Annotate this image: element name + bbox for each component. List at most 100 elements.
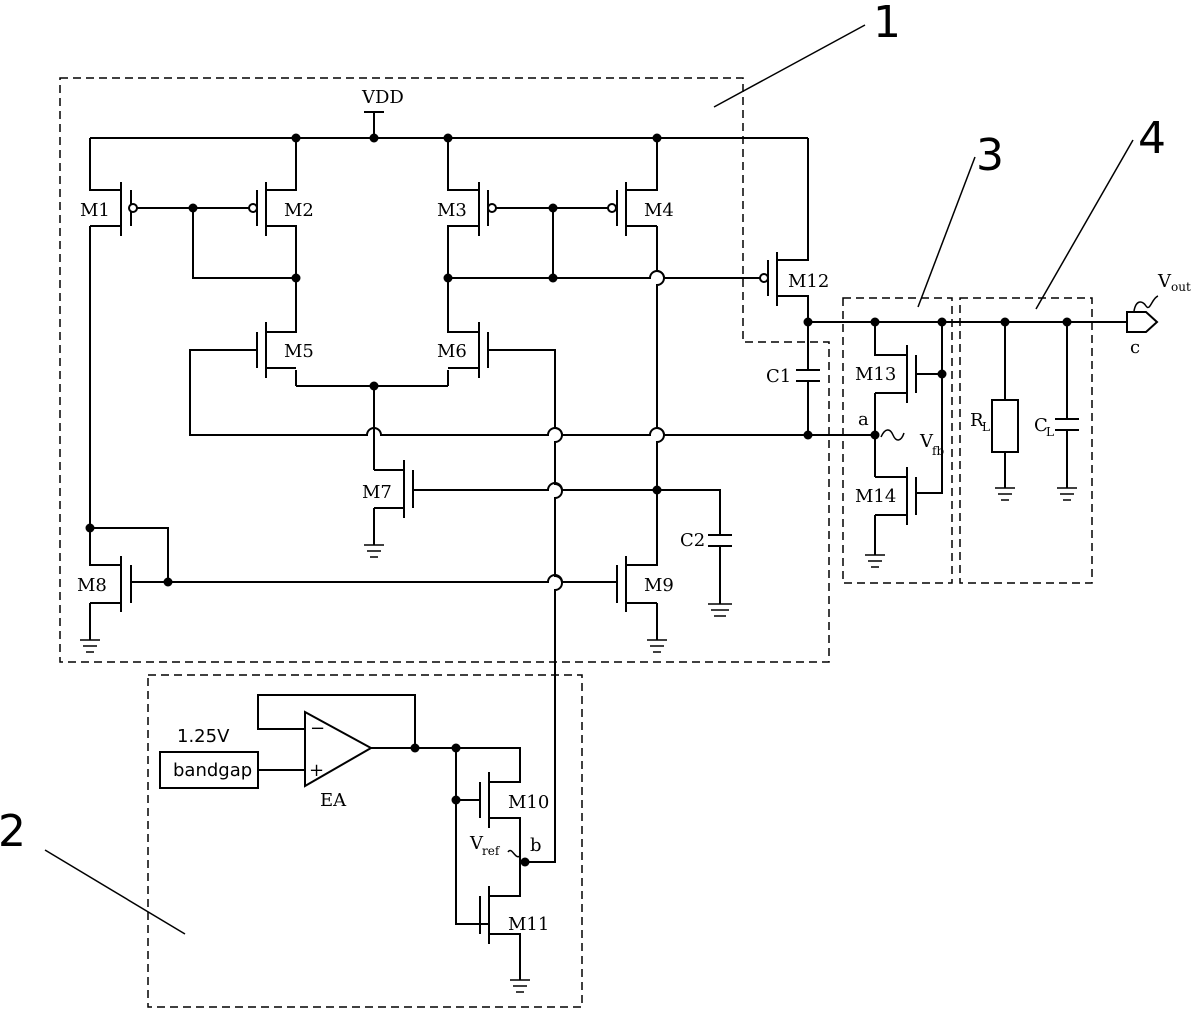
m11-label: M11	[508, 914, 549, 935]
vfb-label: V	[919, 431, 934, 452]
error-amplifier	[304, 710, 374, 788]
m3-label: M3	[437, 200, 467, 221]
vdd-label: VDD	[361, 87, 404, 108]
m3-gate-bubble	[487, 203, 497, 213]
junction-dot	[937, 317, 947, 327]
junction-dot	[291, 133, 301, 143]
region-1-box	[59, 77, 830, 663]
rl-label: R	[970, 410, 984, 431]
m6-label: M6	[437, 341, 467, 362]
m12-label: M12	[788, 271, 829, 292]
c1-label: C1	[766, 366, 791, 387]
junction-dot	[85, 523, 95, 533]
m5-label: M5	[284, 341, 314, 362]
junction-dot	[443, 133, 453, 143]
ea-minus-sign: −	[310, 718, 325, 739]
m10-transistor	[479, 772, 521, 862]
m8-diode-wire	[89, 226, 169, 582]
m7-ground-icon	[364, 544, 384, 558]
ea-label: EA	[320, 790, 347, 811]
cl-label: C	[1034, 415, 1048, 436]
feedback-a-wire	[189, 349, 808, 436]
junction-dot	[803, 317, 813, 327]
junction-dot	[410, 743, 420, 753]
m4-label: M4	[644, 200, 674, 221]
m13-transistor	[875, 345, 942, 403]
junction-dot	[652, 485, 662, 495]
junction-dot	[291, 273, 301, 283]
c2-label: C2	[680, 530, 705, 551]
m2-label: M2	[284, 200, 314, 221]
node-c-label: c	[1130, 337, 1140, 358]
region-2-number: 2	[0, 806, 26, 857]
m1-gate-bubble	[128, 203, 138, 213]
m9-ground-icon	[647, 639, 667, 653]
m8-label: M8	[77, 575, 107, 596]
reference-voltage-label: 1.25V	[177, 726, 230, 747]
region-3-box	[842, 297, 953, 584]
m9-label: M9	[644, 575, 674, 596]
m10-label: M10	[508, 792, 549, 813]
ea-feedback-wire	[257, 694, 416, 748]
m8-ground-icon	[80, 639, 100, 653]
m13-m14-gate-rail	[916, 322, 943, 494]
junction-dot	[548, 203, 558, 213]
junction-dot	[1000, 317, 1010, 327]
rl-resistor	[991, 399, 1019, 453]
m6-gate-to-b-wire	[488, 349, 563, 863]
m2-gate-bubble	[248, 203, 258, 213]
junction-dot	[520, 857, 530, 867]
junction-dots	[85, 133, 1072, 867]
vout-terminal	[1126, 311, 1159, 333]
m1-transistor	[89, 138, 132, 236]
junction-dot	[369, 381, 379, 391]
m13-drain-wire	[874, 322, 907, 356]
junction-dot	[652, 133, 662, 143]
junction-dot	[188, 203, 198, 213]
bandgap-label: bandgap	[173, 760, 252, 781]
region-3-number: 3	[976, 130, 1004, 181]
m2-diode-wire	[192, 208, 296, 279]
m7-transistor	[373, 460, 414, 545]
junction-dot	[443, 273, 453, 283]
vref-label: V	[469, 833, 484, 854]
vref-squiggle	[507, 849, 521, 858]
m7-gate-wire	[413, 482, 721, 535]
rl-subscript: L	[982, 420, 990, 434]
m11-transistor	[479, 862, 521, 980]
node-b-label: b	[530, 835, 542, 856]
ea-output-wire	[371, 747, 521, 783]
m5-transistor	[256, 278, 297, 386]
junction-dot	[937, 369, 947, 379]
cl-subscript: L	[1046, 425, 1054, 439]
region-4-number: 4	[1138, 113, 1166, 164]
junction-dot	[803, 430, 813, 440]
junction-dot	[870, 317, 880, 327]
m14-transistor	[874, 467, 917, 555]
region-1-number: 1	[873, 0, 901, 48]
vout-subscript: out	[1171, 280, 1191, 294]
junction-dot	[163, 577, 173, 587]
cl-ground-icon	[1057, 487, 1077, 501]
vfb-subscript: fb	[932, 444, 944, 458]
m6-transistor	[447, 278, 489, 386]
region-3-leader	[917, 156, 976, 308]
c2-capacitor	[708, 534, 732, 604]
m4-transistor	[616, 138, 658, 236]
rl-ground-icon	[995, 487, 1015, 501]
m12-gate-bubble	[759, 273, 769, 283]
m4-gate-bubble	[607, 203, 617, 213]
junction-dot	[870, 430, 880, 440]
c2-ground-icon	[708, 603, 732, 617]
m12-gate-wire	[448, 270, 760, 279]
m8-transistor	[89, 528, 132, 640]
vref-subscript: ref	[482, 844, 501, 858]
m11-ground-icon	[510, 979, 530, 993]
junction-dot	[1062, 317, 1072, 327]
region-2-leader	[44, 849, 186, 935]
m4-drain-wire	[656, 226, 665, 560]
m12-transistor	[767, 138, 809, 322]
region-4-box	[959, 297, 1093, 584]
junction-dot	[451, 743, 461, 753]
